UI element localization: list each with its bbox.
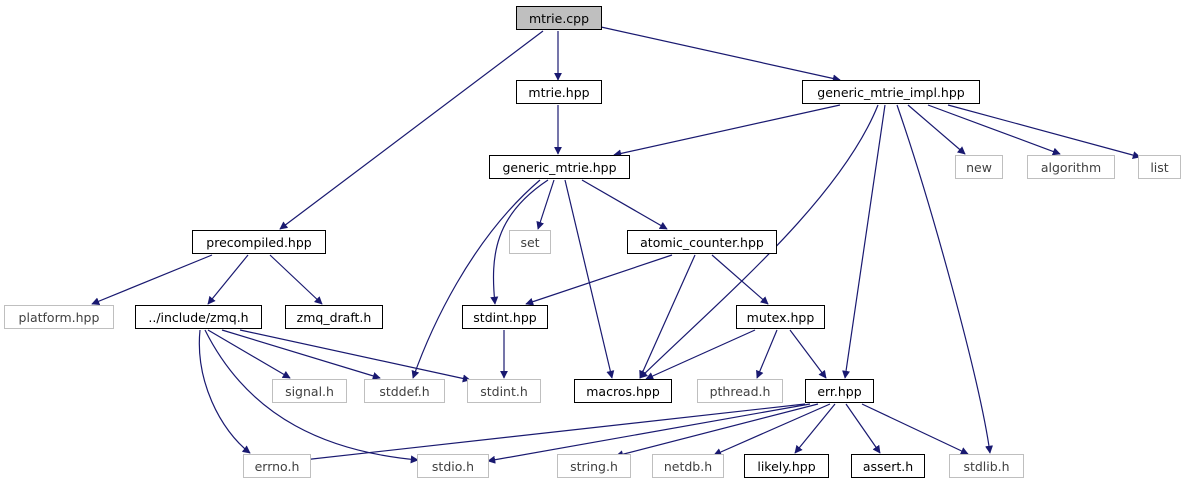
node-generic-mtrie-hpp[interactable]: generic_mtrie.hpp (489, 155, 630, 179)
edge-generic-mtrie-to-set (536, 179, 555, 230)
node-generic-mtrie-impl-hpp[interactable]: generic_mtrie_impl.hpp (802, 80, 980, 104)
node-mtrie-hpp[interactable]: mtrie.hpp (516, 80, 602, 104)
edge-err-to-errno-h (302, 403, 806, 464)
node-pthread-h[interactable]: pthread.h (697, 379, 783, 403)
node-new[interactable]: new (955, 155, 1003, 179)
edge-precompiled-to-platform-hpp (91, 254, 213, 305)
edge-impl-to-new (907, 104, 966, 155)
node-mutex-hpp[interactable]: mutex.hpp (736, 305, 825, 329)
node-zmq-h[interactable]: ../include/zmq.h (135, 305, 262, 329)
edge-precompiled-to-zmq-h (207, 254, 249, 305)
node-precompiled-hpp[interactable]: precompiled.hpp (192, 230, 326, 254)
edge-mutex-to-pthread-h (756, 329, 778, 379)
edge-atomic-counter-to-mutex-hpp (711, 254, 769, 305)
edge-generic-mtrie-to-stddef-h (411, 179, 541, 379)
node-stdint-hpp[interactable]: stdint.hpp (462, 305, 548, 329)
edge-generic-mtrie-to-macros-hpp (564, 179, 615, 379)
node-list[interactable]: list (1138, 155, 1181, 179)
node-assert-h[interactable]: assert.h (851, 454, 925, 478)
edge-zmq-h-to-signal-h (207, 329, 291, 379)
node-stddef-h[interactable]: stddef.h (364, 379, 445, 403)
edge-err-to-likely-hpp (794, 403, 836, 454)
edge-zmq-h-to-stdio-h (204, 329, 419, 464)
edge-mtrie-cpp-to-generic-mtrie-impl-hpp (600, 26, 841, 83)
node-err-hpp[interactable]: err.hpp (805, 379, 874, 403)
node-netdb-h[interactable]: netdb.h (652, 454, 724, 478)
node-likely-hpp[interactable]: likely.hpp (744, 454, 829, 478)
node-string-h[interactable]: string.h (557, 454, 631, 478)
edge-err-to-netdb-h (713, 403, 831, 456)
node-macros-hpp[interactable]: macros.hpp (574, 379, 672, 403)
node-errno-h[interactable]: errno.h (243, 454, 311, 478)
edge-generic-mtrie-to-stdint-hpp (490, 179, 549, 305)
node-platform-hpp[interactable]: platform.hpp (4, 305, 114, 329)
edge-impl-to-err-hpp (842, 104, 886, 379)
edge-mutex-to-err-hpp (789, 329, 827, 379)
edge-precompiled-to-zmq-draft-h (269, 254, 323, 305)
edge-mutex-to-macros-hpp (645, 329, 756, 380)
edge-err-to-assert-h (845, 403, 881, 454)
edge-err-to-stdio-h (487, 403, 811, 464)
edge-err-to-string-h (615, 403, 819, 459)
edge-zmq-h-to-errno-h (198, 329, 251, 454)
edge-zmq-h-to-stddef-h (221, 329, 381, 380)
edge-atomic-counter-to-macros-hpp (639, 254, 696, 379)
node-algorithm[interactable]: algorithm (1027, 155, 1115, 179)
edge-impl-to-algorithm (927, 104, 1061, 156)
edge-zmq-h-to-stdint-h (239, 329, 471, 383)
node-zmq-draft-h[interactable]: zmq_draft.h (285, 305, 383, 329)
edge-generic-mtrie-to-atomic-counter (581, 179, 668, 230)
edge-mtrie-cpp-to-precompiled-hpp (279, 30, 544, 230)
node-mtrie-cpp[interactable]: mtrie.cpp (516, 6, 602, 30)
node-set[interactable]: set (509, 230, 551, 254)
edge-atomic-counter-to-stdint-hpp (525, 254, 673, 306)
edge-impl-to-stdlib-h (896, 104, 993, 454)
edge-impl-to-list (947, 104, 1141, 159)
edge-impl-to-generic-mtrie-hpp (613, 104, 841, 158)
node-atomic-counter-hpp[interactable]: atomic_counter.hpp (627, 230, 777, 254)
node-stdlib-h[interactable]: stdlib.h (949, 454, 1024, 478)
node-stdint-h[interactable]: stdint.h (467, 379, 541, 403)
node-stdio-h[interactable]: stdio.h (417, 454, 489, 478)
edge-err-to-stdlib-h (861, 403, 969, 455)
node-signal-h[interactable]: signal.h (272, 379, 347, 403)
